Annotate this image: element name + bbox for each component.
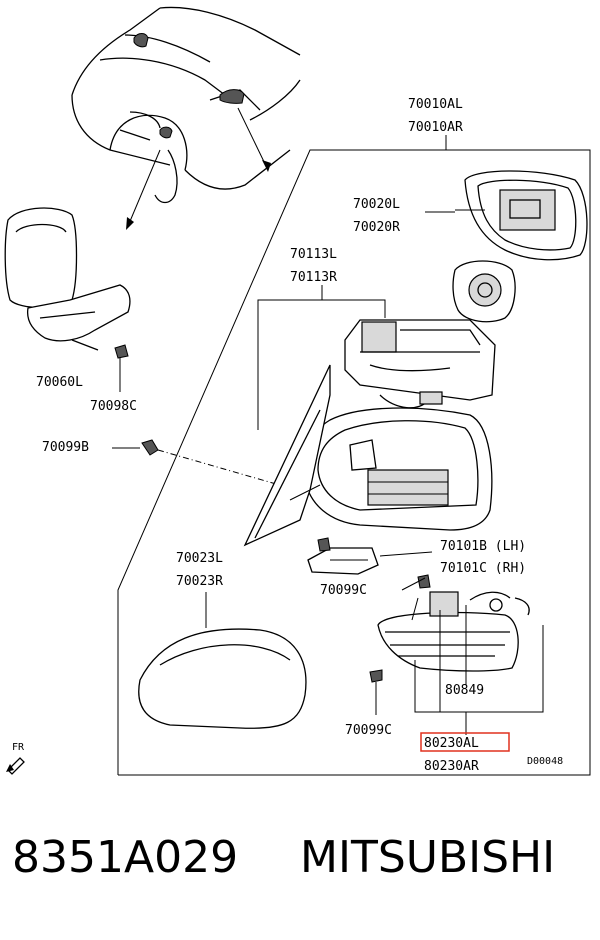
side-lamp-plate bbox=[307, 537, 433, 575]
drawing-code: D00048 bbox=[527, 756, 563, 767]
turn-lamp-leaders bbox=[414, 605, 544, 735]
callout-actuator-l: 70113L bbox=[290, 247, 337, 262]
part-number: 8351A029 bbox=[12, 832, 239, 883]
callout-side-lamp-lh: 70101B (LH) bbox=[440, 539, 526, 554]
callout-mirror-glass-r: 70020R bbox=[353, 220, 400, 235]
front-direction-marker: FR bbox=[6, 742, 25, 775]
callout-mirror-glass-l: 70020L bbox=[353, 197, 400, 212]
grommet-part bbox=[141, 439, 291, 489]
highlight-box bbox=[420, 732, 510, 752]
product-caption: 8351A029 MITSUBISHI bbox=[0, 832, 600, 902]
callout-grommet: 70099B bbox=[42, 440, 89, 455]
callout-screw-b: 70099C bbox=[345, 723, 392, 738]
mirror-housing bbox=[303, 407, 493, 531]
front-marker-label: FR bbox=[12, 742, 25, 753]
leader-lines bbox=[112, 211, 455, 591]
callout-screw-a: 70099C bbox=[320, 583, 367, 598]
mirror-glass-part bbox=[455, 170, 588, 261]
assembly-bracket-frame bbox=[117, 135, 591, 776]
inner-mirror-part bbox=[4, 207, 131, 359]
callout-mirror-assembly-l: 70010AL bbox=[408, 97, 463, 112]
turn-lamp-part bbox=[377, 574, 530, 672]
mirror-actuator-motor bbox=[452, 260, 516, 323]
callout-cover-r: 70023R bbox=[176, 574, 223, 589]
actuator-frame-assembly bbox=[344, 319, 496, 409]
mirror-base-mount bbox=[243, 364, 331, 547]
callout-mirror-assembly-r: 70010AR bbox=[408, 120, 463, 135]
callout-side-lamp-rh: 70101C (RH) bbox=[440, 561, 526, 576]
callout-actuator-r: 70113R bbox=[290, 270, 337, 285]
brand-name: MITSUBISHI bbox=[300, 832, 556, 883]
callout-turn-lamp-r: 80230AR bbox=[424, 759, 479, 774]
callout-bulb: 80849 bbox=[445, 683, 484, 698]
car-illustration bbox=[71, 6, 301, 230]
callout-turn-lamp-l: 80230AL bbox=[424, 736, 479, 751]
callout-inner-mirror-part: 70060L bbox=[36, 375, 83, 390]
callout-labels: 70010AL 70010AR 70020L 70020R 70113L 701… bbox=[36, 97, 563, 774]
actuator-bracket bbox=[257, 285, 386, 430]
callout-inner-mirror-screw: 70098C bbox=[90, 399, 137, 414]
callout-cover-l: 70023L bbox=[176, 551, 223, 566]
lamp-screw bbox=[369, 669, 383, 715]
mirror-cover-part bbox=[138, 592, 307, 729]
